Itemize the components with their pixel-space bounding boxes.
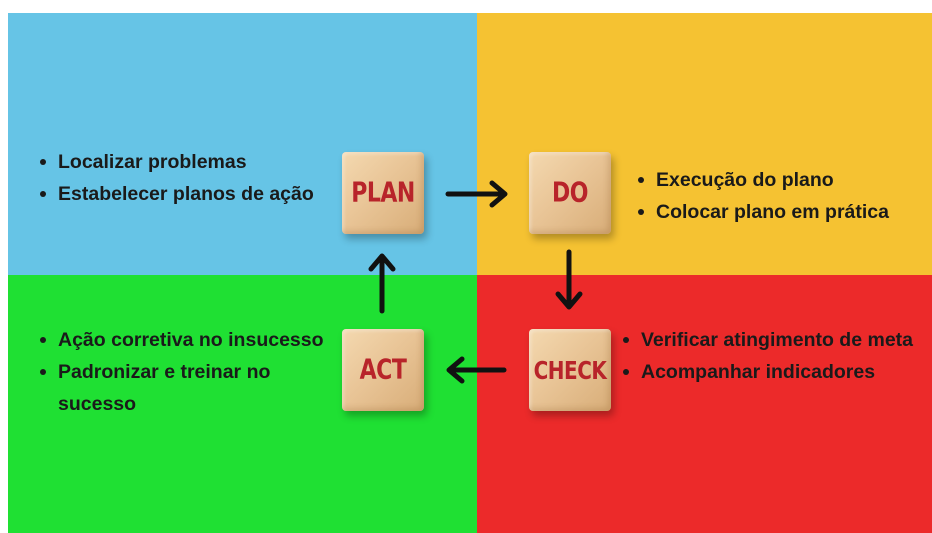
- arrow-up-icon: [368, 253, 396, 314]
- list-item: Colocar plano em prática: [636, 196, 932, 228]
- list-item: Acompanhar indicadores: [621, 356, 921, 388]
- list-item: Verificar atingimento de meta: [621, 324, 921, 356]
- list-item: Estabelecer planos de ação: [38, 178, 328, 210]
- check-cube-label: CHECK: [533, 355, 607, 385]
- act-list: Ação corretiva no insucesso Padronizar e…: [38, 324, 328, 420]
- list-item: Padronizar e treinar no sucesso: [38, 356, 328, 420]
- list-item: Localizar problemas: [38, 146, 328, 178]
- act-cube-label: ACT: [359, 354, 407, 386]
- do-list: Execução do plano Colocar plano em práti…: [636, 164, 932, 228]
- plan-cube: PLAN: [342, 152, 424, 234]
- act-cube: ACT: [342, 329, 424, 411]
- plan-cube-label: PLAN: [351, 177, 415, 209]
- arrow-left-icon: [446, 356, 507, 384]
- check-cube: CHECK: [529, 329, 611, 411]
- do-cube-label: DO: [552, 177, 588, 209]
- list-item: Ação corretiva no insucesso: [38, 324, 328, 356]
- do-cube: DO: [529, 152, 611, 234]
- plan-list: Localizar problemas Estabelecer planos d…: [38, 146, 328, 210]
- list-item: Execução do plano: [636, 164, 932, 196]
- arrow-down-icon: [555, 249, 583, 310]
- arrow-right-icon: [445, 180, 508, 208]
- check-list: Verificar atingimento de meta Acompanhar…: [621, 324, 921, 388]
